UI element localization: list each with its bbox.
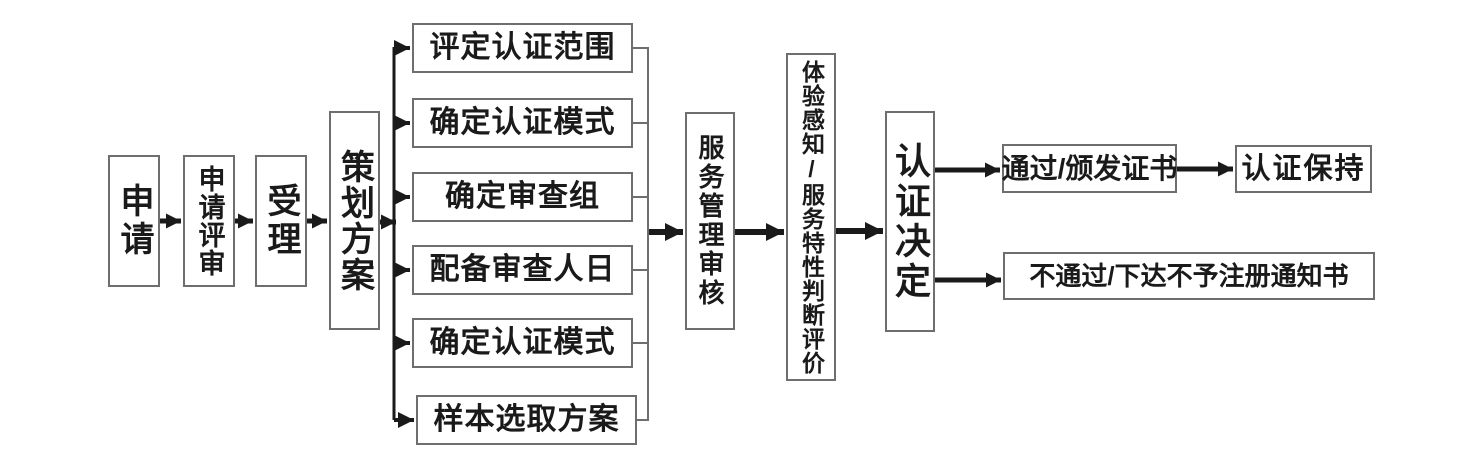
node-substep-assess-scope: 评定认证范围 — [412, 23, 633, 73]
main-flow-arrows — [160, 161, 1233, 288]
node-application-review: 申请评审 — [183, 155, 235, 287]
node-fail-no-registration-notice: 不通过/下达不予注册通知书 — [1003, 252, 1375, 300]
node-apply: 申请 — [108, 155, 160, 287]
node-certification-decision: 认证决定 — [885, 111, 935, 332]
node-experience-evaluation: 体验感知/服务特性判断评价 — [786, 53, 836, 381]
node-substep-auditor-days: 配备审查人日 — [412, 245, 633, 295]
node-service-management-audit: 服务管理审核 — [685, 112, 735, 330]
merge-lines — [633, 47, 649, 421]
node-substep-audit-team: 确定审查组 — [412, 172, 633, 222]
node-acceptance: 受理 — [255, 155, 307, 287]
node-pass-issue-certificate: 通过/颁发证书 — [1002, 144, 1177, 193]
node-substep-cert-mode-1: 确定认证模式 — [412, 98, 633, 148]
node-certification-maintenance: 认证保持 — [1235, 145, 1372, 193]
node-substep-cert-mode-2: 确定认证模式 — [412, 318, 633, 368]
node-substep-sample-selection: 样本选取方案 — [416, 395, 637, 445]
node-planning-scheme: 策划方案 — [329, 111, 380, 330]
branch-lines — [392, 40, 414, 428]
